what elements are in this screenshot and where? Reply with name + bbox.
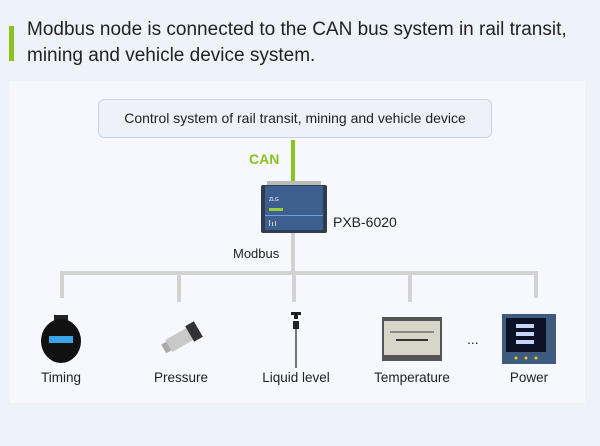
node-label: Liquid level: [262, 370, 330, 385]
accent-bar: [9, 26, 14, 61]
can-label: CAN: [249, 151, 280, 167]
node-timing: Timing: [11, 310, 111, 385]
timer-device-icon: [11, 310, 111, 368]
modbus-bus-line: [60, 271, 538, 275]
node-label: Timing: [40, 370, 81, 385]
bus-drop-power: [534, 271, 538, 298]
more-nodes-indicator: ...: [467, 331, 479, 347]
level-probe-icon: [246, 310, 346, 368]
temperature-module-icon: [362, 310, 462, 368]
node-label: Power: [509, 370, 549, 385]
power-meter-icon: [479, 310, 579, 368]
bus-drop-liquid-level: [292, 271, 296, 302]
bus-drop-temperature: [408, 271, 412, 302]
node-liquid-level: Liquid level: [246, 310, 346, 385]
node-power: Power: [479, 310, 579, 385]
gateway-device-icon: ZLG: [261, 181, 327, 233]
gateway-label: PXB-6020: [333, 214, 397, 230]
modbus-label: Modbus: [233, 246, 280, 261]
node-temperature: Temperature: [362, 310, 462, 385]
node-label: Temperature: [374, 370, 450, 385]
can-link-line: [291, 140, 295, 186]
svg-text:ZLG: ZLG: [269, 197, 279, 203]
bus-drop-timing: [60, 271, 64, 298]
control-system-box: Control system of rail transit, mining a…: [98, 99, 492, 138]
modbus-link-line: [291, 233, 295, 271]
node-label: Pressure: [153, 370, 209, 385]
headline: Modbus node is connected to the CAN bus …: [27, 19, 567, 66]
node-pressure: Pressure: [131, 310, 231, 385]
pressure-sensor-icon: [131, 310, 231, 368]
bus-drop-pressure: [177, 271, 181, 302]
